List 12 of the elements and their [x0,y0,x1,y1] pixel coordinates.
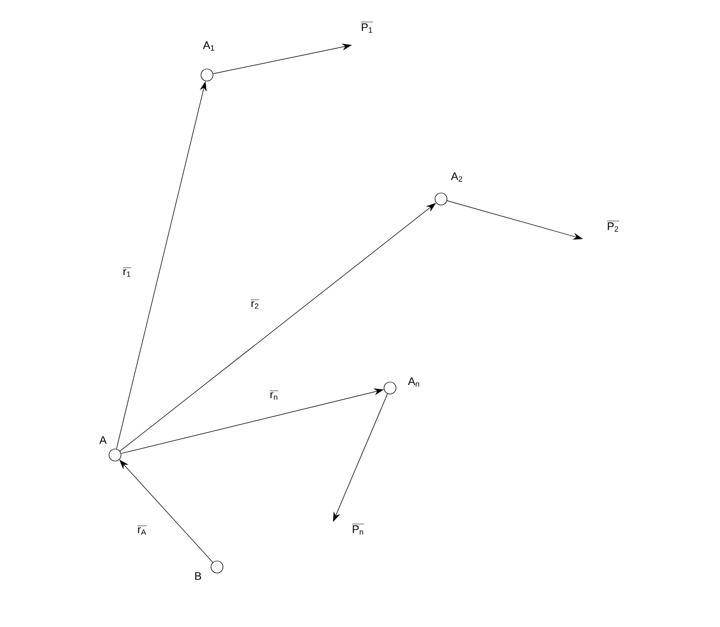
vector-label: r$_{1}$ [122,266,132,278]
vector-label: P$_{2}$ [606,219,620,233]
vector-label: r$_{A}$ [136,524,148,536]
point-label: A$_{2}$ [450,172,462,182]
point-label: A$_{n}$ [408,377,420,387]
vector-label: r$_{n}$ [268,389,280,401]
vector-label: P$_{1}$ [360,20,374,34]
vector-label: r$_{2}$ [250,298,260,310]
point-label: B [195,572,202,580]
point-label: A [99,436,107,444]
vector-label: P$_{n}$ [350,522,366,536]
point-label: A$_{1}$ [202,41,214,51]
